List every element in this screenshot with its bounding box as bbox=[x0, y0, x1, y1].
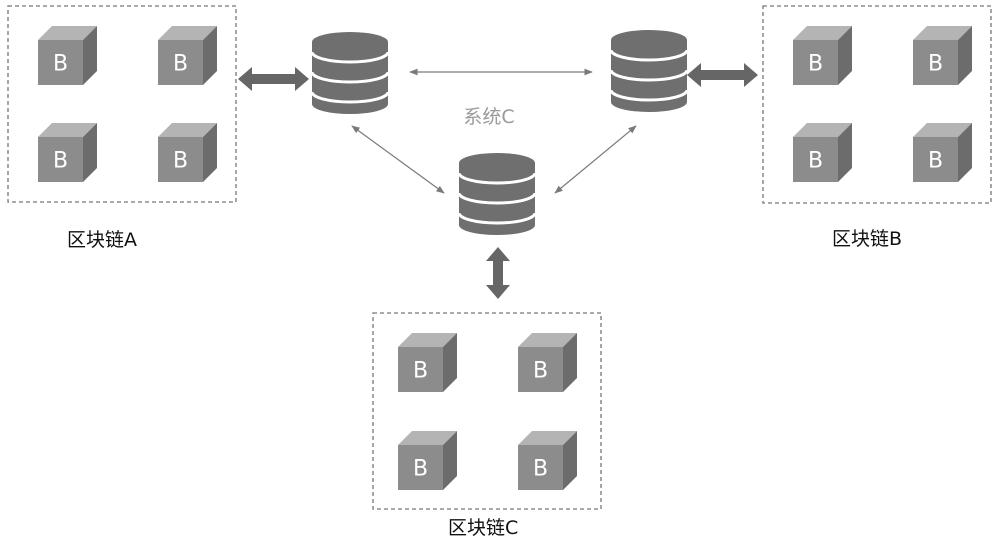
chain-c-container bbox=[372, 312, 602, 510]
thick-arrow-chain-a bbox=[238, 67, 309, 91]
block-letter: B bbox=[53, 149, 68, 174]
block-letter: B bbox=[928, 149, 943, 174]
system-c-label: 系统C bbox=[463, 106, 514, 128]
block-letter: B bbox=[53, 52, 68, 77]
chain-b-container bbox=[762, 5, 992, 204]
block-letter: B bbox=[808, 149, 823, 174]
database-center-icon bbox=[457, 153, 537, 235]
chain-b-label: 区块链B bbox=[832, 228, 902, 250]
database-left-icon bbox=[310, 32, 390, 114]
block-cube: B bbox=[793, 123, 852, 182]
block-letter: B bbox=[928, 52, 943, 77]
chain-a-container bbox=[7, 5, 237, 203]
block-cube: B bbox=[398, 431, 457, 490]
chain-c-label: 区块链C bbox=[448, 517, 518, 539]
block-cube: B bbox=[793, 26, 852, 85]
block-letter: B bbox=[173, 52, 188, 77]
block-cube: B bbox=[913, 123, 972, 182]
block-cube: B bbox=[518, 333, 577, 392]
block-letter: B bbox=[413, 359, 428, 384]
block-cube: B bbox=[518, 431, 577, 490]
block-letter: B bbox=[808, 52, 823, 77]
block-cube: B bbox=[158, 26, 217, 85]
block-cubes: B B B B B B B B B B B B bbox=[38, 26, 972, 490]
block-letter: B bbox=[413, 457, 428, 482]
block-cube: B bbox=[38, 123, 97, 182]
thick-arrow-chain-c bbox=[486, 247, 510, 299]
block-cube: B bbox=[913, 26, 972, 85]
thick-arrow-chain-b bbox=[687, 63, 758, 87]
chain-a-label: 区块链A bbox=[67, 229, 137, 251]
link-db-a-db-center bbox=[351, 125, 445, 194]
block-letter: B bbox=[533, 359, 548, 384]
block-letter: B bbox=[533, 457, 548, 482]
block-cube: B bbox=[38, 26, 97, 85]
database-icons bbox=[310, 30, 689, 235]
block-letter: B bbox=[173, 149, 188, 174]
database-right-icon bbox=[609, 30, 689, 112]
block-cube: B bbox=[158, 123, 217, 182]
link-db-b-db-center bbox=[554, 125, 637, 194]
block-cube: B bbox=[398, 333, 457, 392]
